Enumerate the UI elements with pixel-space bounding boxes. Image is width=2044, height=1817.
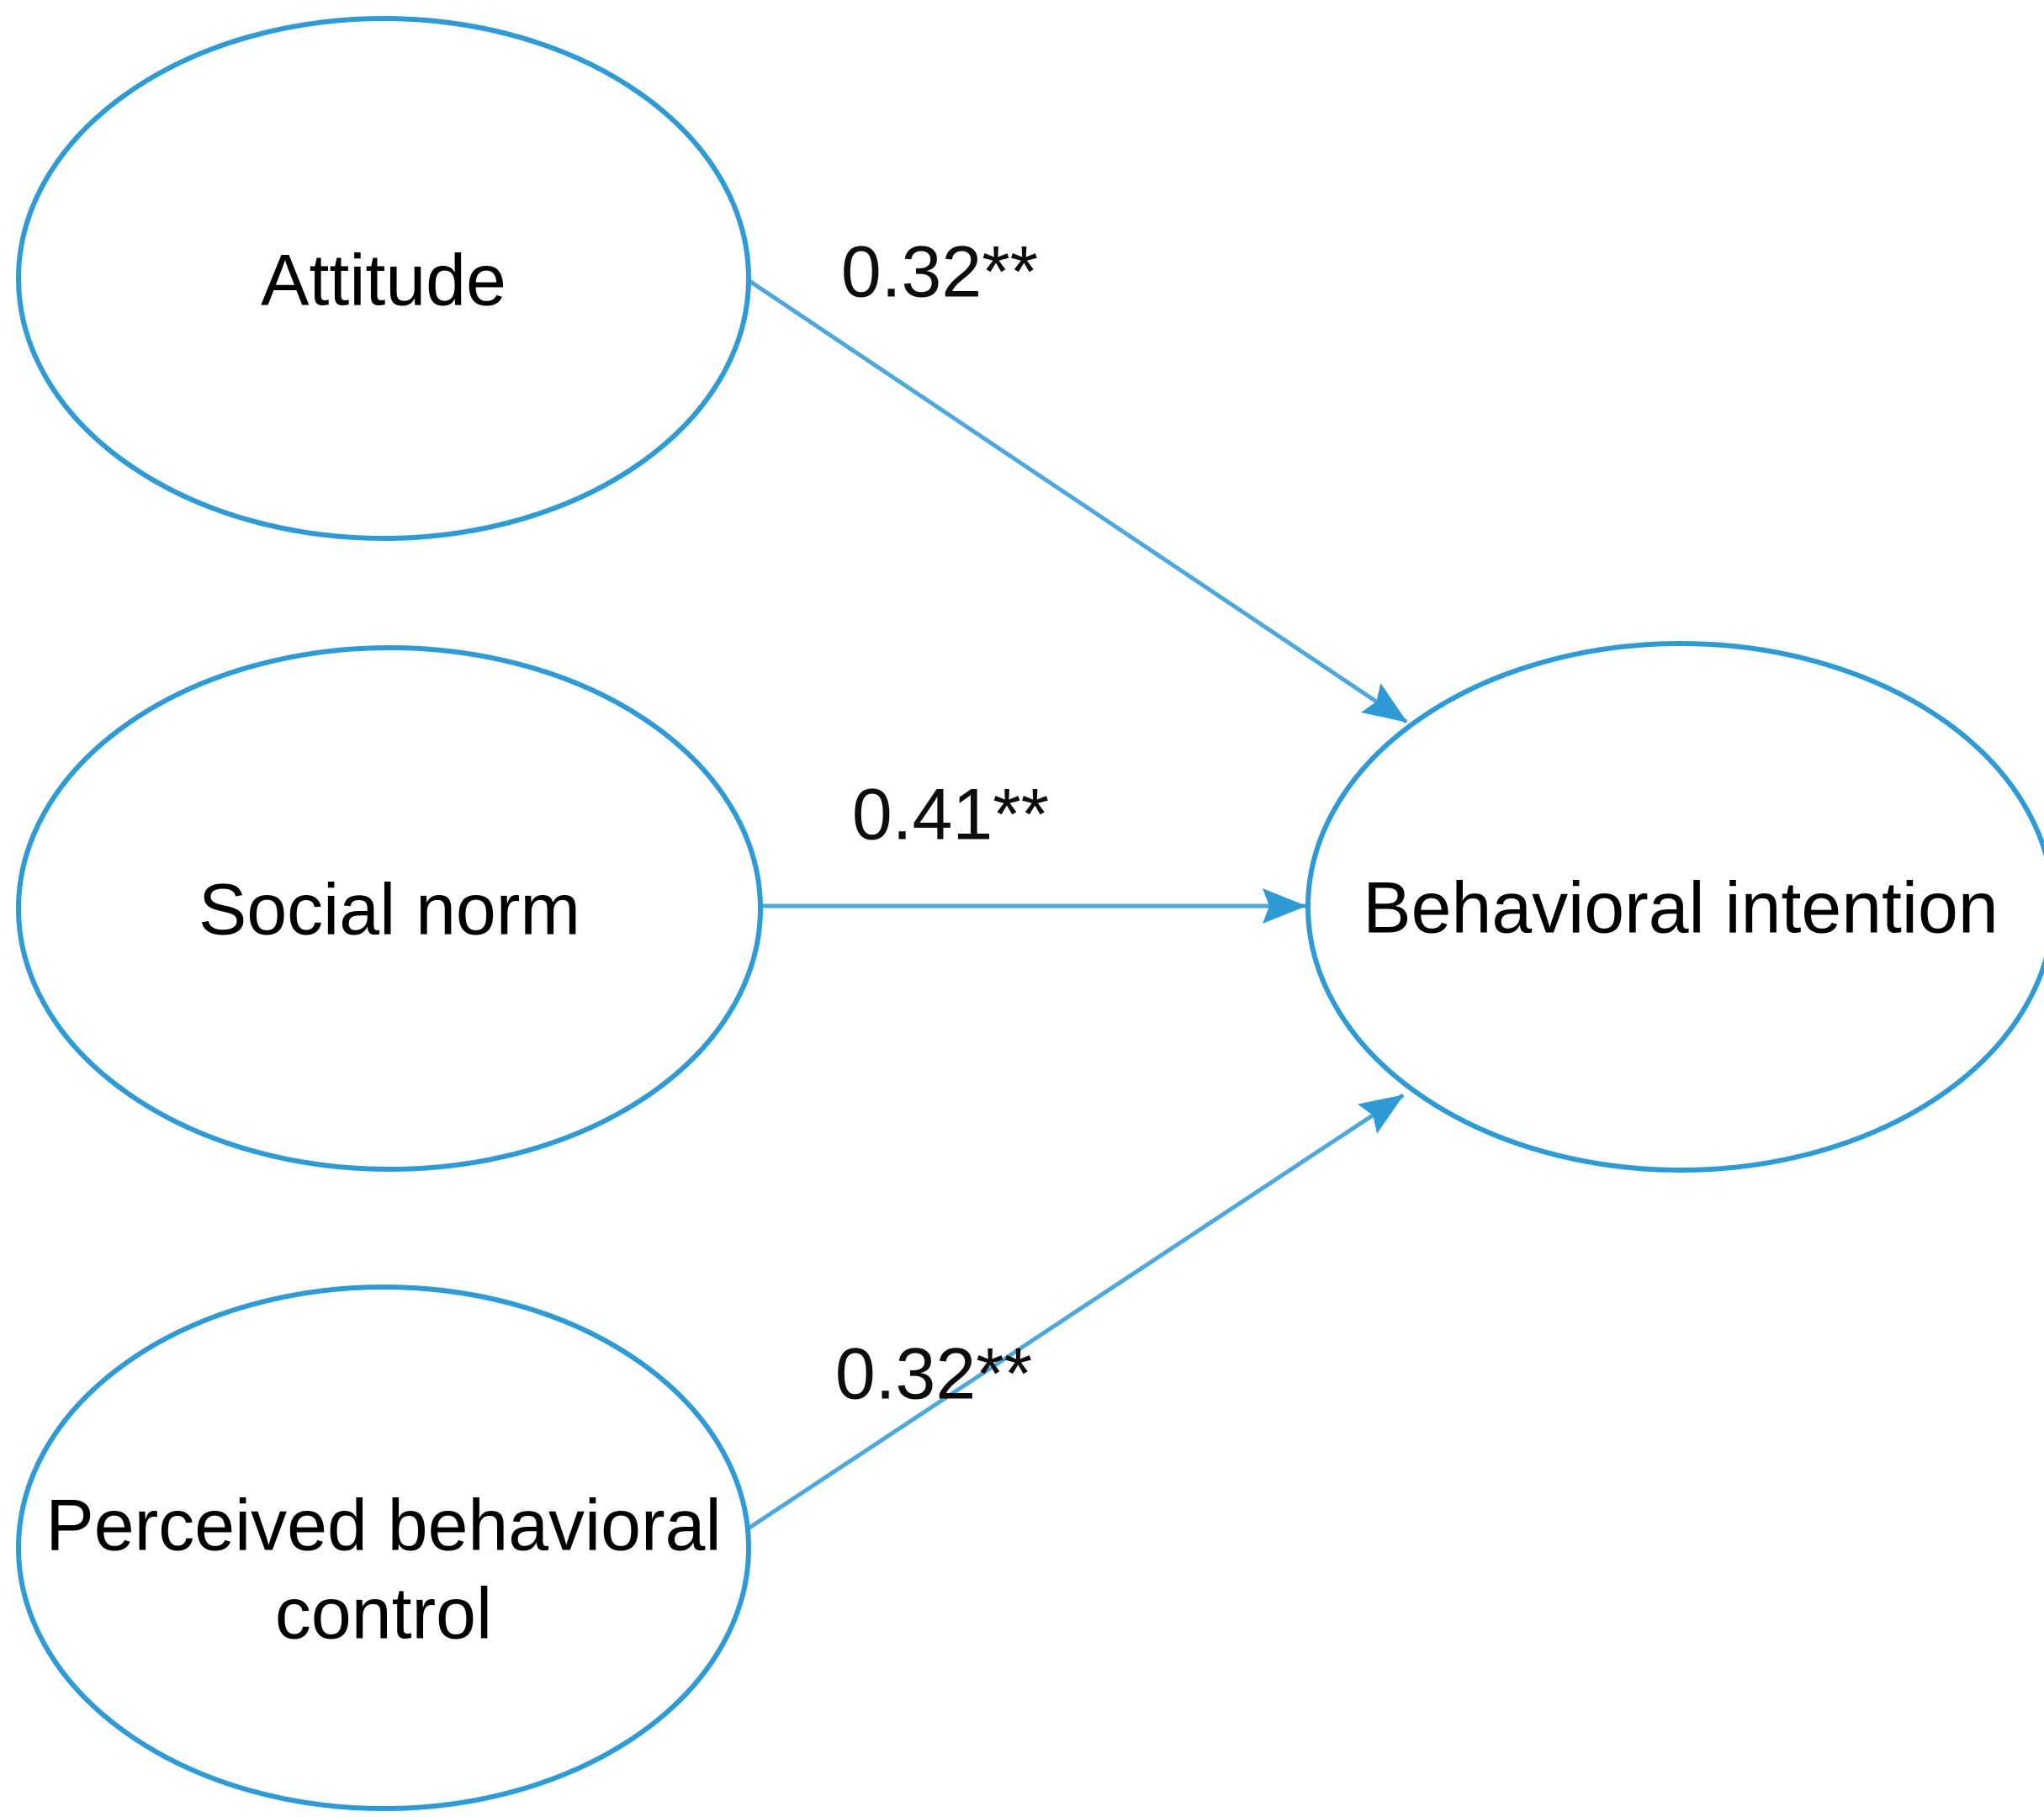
perceived-behavioral-control-ellipse (16, 1285, 751, 1811)
edge-label-pbc-coefficient: 0.32** (835, 1334, 1032, 1415)
edge-line-pbc (743, 1093, 1405, 1534)
edge-labels-group: 0.32** 0.41** 0.32** (835, 232, 1049, 1415)
edge-attitude-to-intention[interactable] (743, 275, 1408, 724)
behavioral-intention-ellipse (1305, 641, 2044, 1173)
perceived-behavioral-control-label-line1: Perceived behavioral (45, 1486, 721, 1566)
attitude-ellipse (16, 16, 751, 541)
perceived-behavioral-control-label-line2: control (275, 1574, 492, 1655)
node-attitude[interactable]: Attitude (16, 16, 751, 541)
edge-label-attitude-coefficient: 0.32** (841, 232, 1038, 313)
edge-label-social-norm-coefficient: 0.41** (852, 775, 1049, 856)
attitude-label: Attitude (261, 241, 506, 321)
behavioral-intention-label: Behavioral intention (1363, 868, 1998, 949)
social-norm-ellipse (16, 645, 763, 1172)
edges-group (743, 275, 1408, 1534)
edge-pbc-to-intention[interactable] (743, 1093, 1405, 1534)
node-behavioral-intention[interactable]: Behavioral intention (1305, 641, 2044, 1173)
social-norm-label: Social norm (199, 870, 580, 951)
node-social-norm[interactable]: Social norm (16, 645, 763, 1172)
node-perceived-behavioral-control[interactable]: Perceived behavioral control (16, 1285, 751, 1811)
edge-line-attitude (743, 275, 1408, 724)
